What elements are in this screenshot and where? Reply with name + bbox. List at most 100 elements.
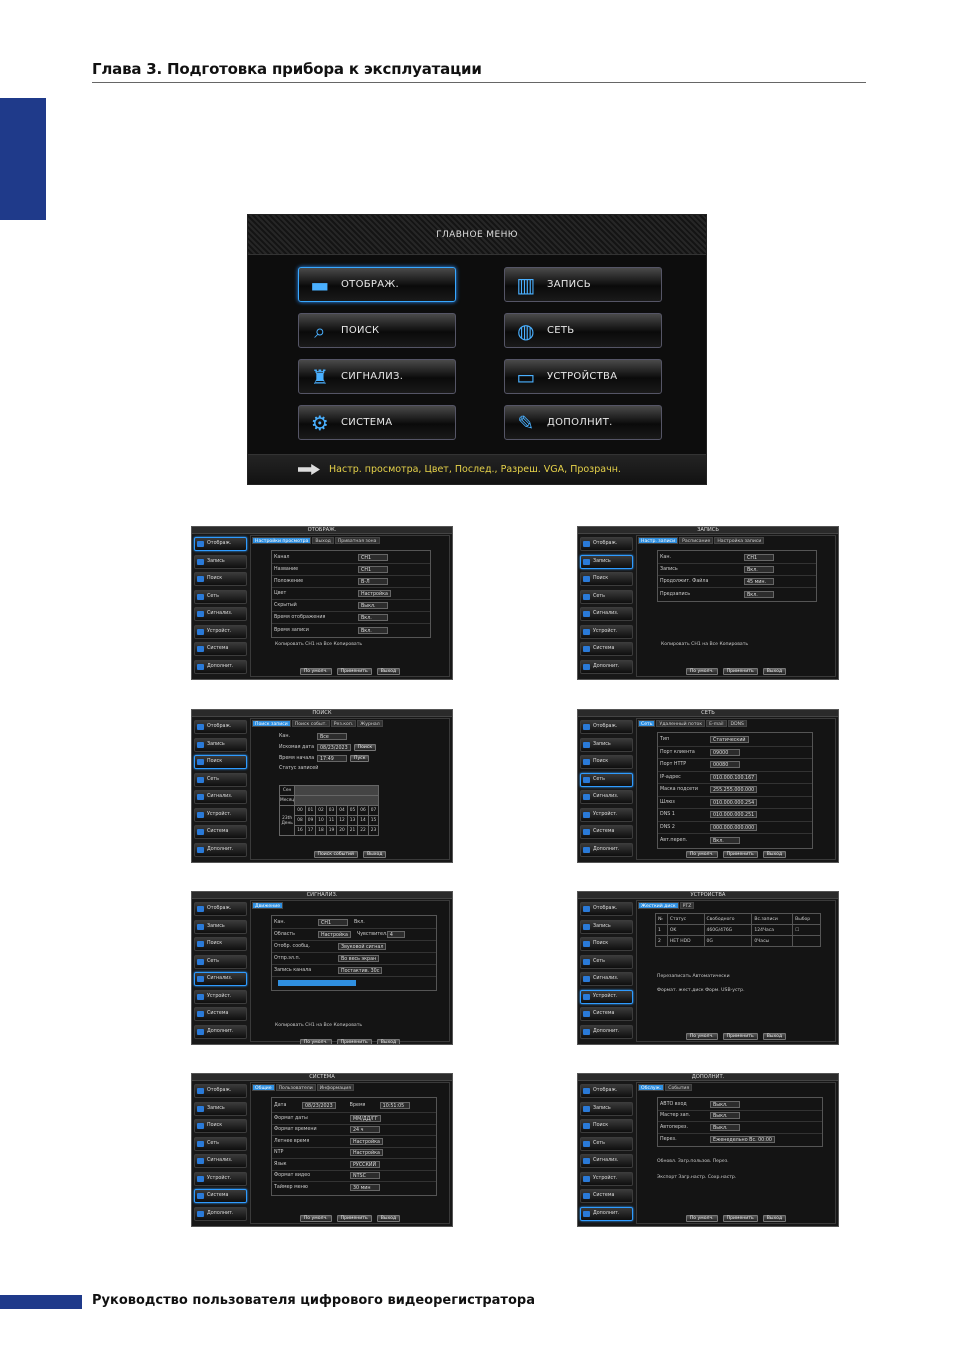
exit-button[interactable]: Выход	[762, 851, 787, 858]
channel-selector-row[interactable]	[272, 977, 436, 989]
sidebar-item[interactable]: Дополнит.	[580, 659, 633, 674]
sidebar-item[interactable]: Поиск	[580, 1119, 633, 1133]
exit-button[interactable]: Выход	[362, 851, 387, 858]
tab[interactable]: Удаленный поток	[656, 720, 706, 727]
config-buttons[interactable]: Экспорт Загр.настр. Сохр.настр.	[657, 1175, 737, 1180]
sidebar-item[interactable]: Запись	[194, 919, 247, 934]
tab[interactable]: Настройки просмотра	[252, 537, 312, 544]
tab[interactable]: Пользователи	[275, 1084, 316, 1091]
sidebar-item[interactable]: Отображ.	[194, 1084, 247, 1098]
sidebar-item[interactable]: Система	[580, 1007, 633, 1021]
sidebar-item[interactable]: Запись	[580, 737, 633, 752]
sidebar-item[interactable]: Запись	[580, 1101, 633, 1116]
sidebar-item[interactable]: Отображ.	[580, 537, 633, 551]
menu-advanced-button[interactable]: ✎ДОПОЛНИТ.	[504, 405, 662, 440]
tab[interactable]: Настройка записи	[714, 537, 765, 544]
sidebar-item[interactable]: Сигнализ.	[194, 972, 247, 986]
sidebar-item[interactable]: Дополнит.	[580, 842, 633, 857]
tab[interactable]: Приватная зона	[334, 537, 380, 544]
sidebar-item[interactable]: Система	[194, 1007, 247, 1021]
default-button[interactable]: По умолч.	[685, 668, 718, 675]
tab[interactable]: E-mail	[706, 720, 727, 727]
copy-row[interactable]: Копировать CH1 на Все Копировать	[275, 1023, 363, 1028]
sidebar-item[interactable]: Дополнит.	[194, 659, 247, 674]
default-button[interactable]: По умолч.	[299, 668, 332, 675]
sidebar-item[interactable]: Сеть	[580, 772, 633, 787]
sidebar-item[interactable]: Отображ.	[580, 1084, 633, 1098]
tab[interactable]: Журнал	[357, 720, 383, 727]
apply-button[interactable]: Применить	[722, 851, 758, 858]
tab[interactable]: Выход	[312, 537, 334, 544]
event-search-button[interactable]: Поиск событий	[313, 851, 358, 858]
default-button[interactable]: По умолч.	[685, 1215, 718, 1222]
sidebar-item[interactable]: Поиск	[194, 1119, 247, 1133]
sidebar-item[interactable]: Поиск	[580, 755, 633, 769]
sidebar-item[interactable]: Отображ.	[194, 902, 247, 916]
copy-row[interactable]: Копировать CH1 на Все Копировать	[661, 642, 749, 647]
tab[interactable]: Расписание	[679, 537, 714, 544]
sidebar-item[interactable]: Отображ.	[580, 902, 633, 916]
sidebar-item[interactable]: Сеть	[194, 772, 247, 787]
apply-button[interactable]: Применить	[336, 1039, 372, 1044]
apply-button[interactable]: Применить	[336, 668, 372, 675]
tab[interactable]: Жесткий диск	[638, 902, 679, 909]
apply-button[interactable]: Применить	[722, 1215, 758, 1222]
select-checkbox[interactable]: ☐	[792, 924, 821, 936]
sidebar-item[interactable]: Запись	[194, 737, 247, 752]
menu-search-button[interactable]: ⌕ПОИСК	[298, 313, 456, 348]
default-button[interactable]: По умолч.	[299, 1039, 332, 1044]
sidebar-item[interactable]: Система	[194, 642, 247, 656]
exit-button[interactable]: Выход	[762, 1215, 787, 1222]
sidebar-item[interactable]: Сеть	[580, 1136, 633, 1151]
tab[interactable]: Настр. записи	[638, 537, 679, 544]
sidebar-item[interactable]: Сигнализ.	[580, 1154, 633, 1168]
menu-alarm-button[interactable]: ♜СИГНАЛИЗ.	[298, 359, 456, 394]
format-buttons[interactable]: Формат. жест.диск Форм. USB-устр.	[657, 988, 745, 993]
exit-button[interactable]: Выход	[376, 1039, 401, 1044]
sidebar-item[interactable]: Устройст.	[580, 989, 633, 1004]
sidebar-item[interactable]: Сигнализ.	[194, 1154, 247, 1168]
exit-button[interactable]: Выход	[376, 668, 401, 675]
exit-button[interactable]: Выход	[762, 1033, 787, 1040]
play-button[interactable]: Пуск	[350, 755, 370, 762]
tab[interactable]: Рез.коп.	[330, 720, 357, 727]
sidebar-item[interactable]: Система	[194, 1189, 247, 1203]
tab[interactable]: Информация	[316, 1084, 354, 1091]
channel-checkbox-strip[interactable]	[278, 980, 356, 986]
sidebar-item[interactable]: Система	[580, 825, 633, 839]
tab[interactable]: Общие	[252, 1084, 275, 1091]
menu-network-button[interactable]: ◍СЕТЬ	[504, 313, 662, 348]
sidebar-item[interactable]: Запись	[194, 1101, 247, 1116]
sidebar-item[interactable]: Сеть	[580, 954, 633, 969]
sidebar-item[interactable]: Сигнализ.	[580, 790, 633, 804]
sidebar-item[interactable]: Устройст.	[580, 624, 633, 639]
sidebar-item[interactable]: Отображ.	[194, 537, 247, 551]
sidebar-item[interactable]: Поиск	[580, 937, 633, 951]
sidebar-item[interactable]: Устройст.	[194, 624, 247, 639]
sidebar-item[interactable]: Сигнализ.	[194, 607, 247, 621]
sidebar-item[interactable]: Дополнит.	[580, 1206, 633, 1221]
search-button[interactable]: Поиск	[353, 744, 377, 751]
sidebar-item[interactable]: Поиск	[580, 572, 633, 586]
default-button[interactable]: По умолч.	[685, 851, 718, 858]
sidebar-item[interactable]: Запись	[580, 919, 633, 934]
maintenance-buttons[interactable]: Обновл. Загр.пользов. Перез.	[657, 1159, 729, 1164]
sidebar-item[interactable]: Система	[580, 1189, 633, 1203]
sidebar-item[interactable]: Запись	[580, 554, 633, 569]
apply-button[interactable]: Применить	[336, 1215, 372, 1222]
menu-system-button[interactable]: ⚙СИСТЕМА	[298, 405, 456, 440]
exit-button[interactable]: Выход	[376, 1215, 401, 1222]
sidebar-item[interactable]: Дополнит.	[580, 1024, 633, 1039]
sidebar-item[interactable]: Дополнит.	[194, 842, 247, 857]
copy-row[interactable]: Копировать CH1 на Все Копировать	[275, 642, 363, 647]
sidebar-item[interactable]: Поиск	[194, 572, 247, 586]
sidebar-item[interactable]: Сеть	[194, 589, 247, 604]
sidebar-item[interactable]: Система	[194, 825, 247, 839]
tab[interactable]: Сеть	[638, 720, 656, 727]
sidebar-item[interactable]: Поиск	[194, 937, 247, 951]
apply-button[interactable]: Применить	[722, 1033, 758, 1040]
menu-display-button[interactable]: ▬ОТОБРАЖ.	[298, 267, 456, 302]
sidebar-item[interactable]: Устройст.	[194, 989, 247, 1004]
tab[interactable]: События	[665, 1084, 693, 1091]
